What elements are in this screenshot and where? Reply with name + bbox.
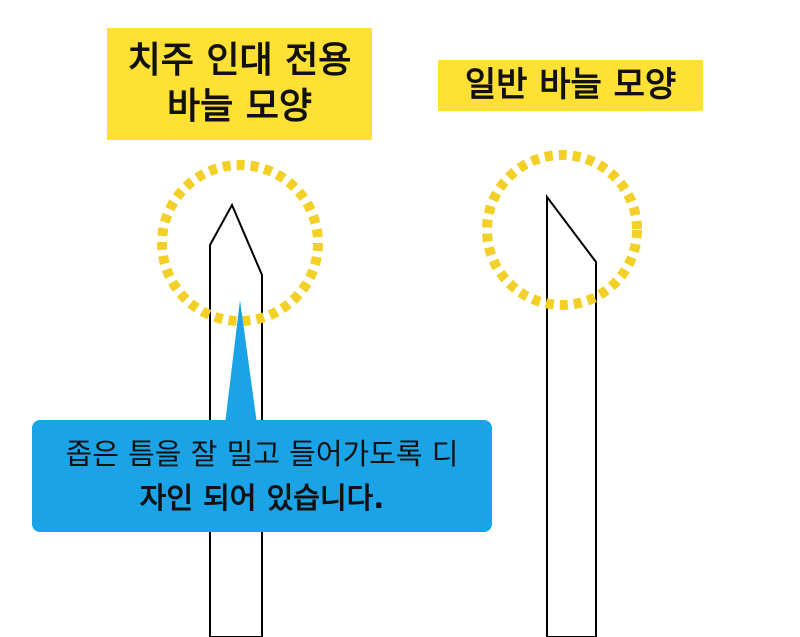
left-title-box: 치주 인대 전용 바늘 모양 (107, 28, 372, 140)
left-title-line1: 치주 인대 전용 (127, 40, 352, 81)
callout-line2: 자인 되어 있습니다. (139, 481, 385, 515)
callout-line1: 좁은 틈을 잘 밀고 들어가도록 디 (65, 437, 459, 471)
callout-box: 좁은 틈을 잘 밀고 들어가도록 디 자인 되어 있습니다. (32, 420, 492, 532)
callout-pointer (225, 300, 257, 424)
general-needle (546, 194, 597, 637)
left-title-line2: 바늘 모양 (166, 86, 312, 127)
left-highlight-circle (157, 160, 323, 326)
right-title-box: 일반 바늘 모양 (438, 60, 703, 111)
right-title-text: 일반 바늘 모양 (464, 65, 677, 105)
right-highlight-circle (482, 150, 642, 310)
